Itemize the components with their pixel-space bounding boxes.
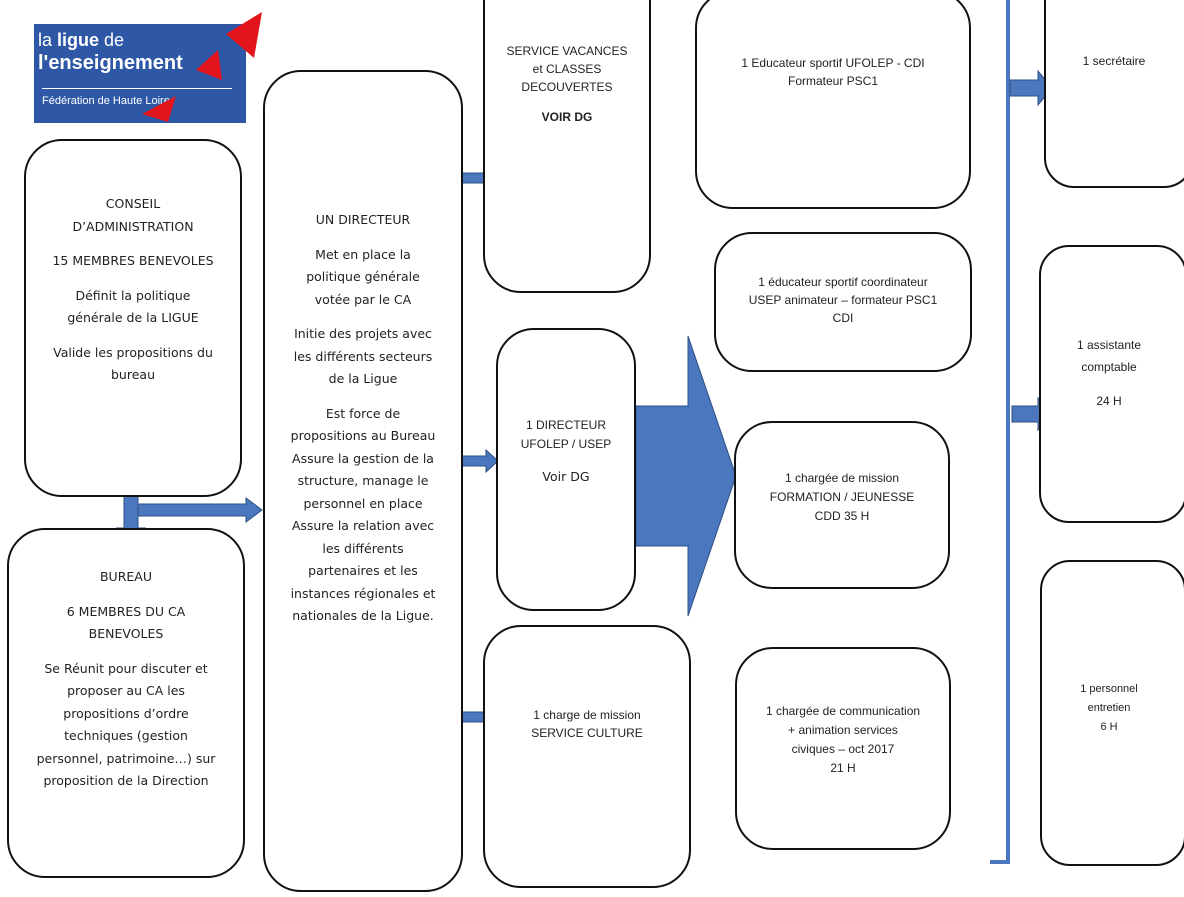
comptable-line-1: 1 assistante: [1076, 338, 1142, 352]
bureau-title: BUREAU: [99, 569, 152, 584]
directeur-line: nationales de la Ligue.: [292, 608, 434, 623]
directeur-line: les différents secteurs: [293, 348, 433, 364]
entretien-line-1: 1 personnel: [1080, 683, 1138, 695]
secretaire-box: 1 secrétaire: [1044, 0, 1184, 188]
culture-line-1: 1 charge de mission: [533, 708, 641, 722]
formation-line-1: 1 chargée de mission: [784, 471, 900, 485]
communication-line-3: civiques – oct 2017: [791, 742, 895, 756]
logo-flag-icon: [142, 12, 262, 122]
arrow-to-directeur: [137, 497, 263, 523]
entretien-line-3: 6 H: [1100, 721, 1118, 733]
directeur-line: instances régionales et: [290, 585, 436, 601]
conseil-line-3: Valide les propositions du: [53, 344, 213, 360]
conseil-line-2: générale de la LIGUE: [67, 310, 199, 325]
entretien-box: 1 personnel entretien 6 H: [1040, 560, 1184, 866]
formation-line-2: FORMATION / JEUNESSE: [769, 490, 915, 504]
bureau-box: BUREAU 6 MEMBRES DU CA BENEVOLES Se Réun…: [7, 528, 245, 878]
communication-line-2: + animation services: [788, 723, 898, 737]
comptable-line-2: comptable: [1081, 360, 1137, 374]
directeur-line: partenaires et les: [308, 563, 418, 578]
bureau-members-1: 6 MEMBRES DU CA: [66, 603, 186, 619]
comptable-box: 1 assistante comptable 24 H: [1039, 245, 1184, 523]
big-arrow-to-educators: [635, 335, 737, 617]
bureau-line: proposer au CA les: [67, 683, 185, 698]
educateur-usep-box: 1 éducateur sportif coordinateur USEP an…: [714, 232, 972, 372]
bureau-line: proposition de la Direction: [43, 773, 209, 788]
directeur-line: Met en place la: [315, 246, 411, 262]
bureau-line: techniques (gestion: [64, 728, 188, 743]
educateur-usep-line-1: 1 éducateur sportif coordinateur: [758, 275, 928, 289]
directeur-line: votée par le CA: [314, 291, 412, 307]
ufolep-director-line-2: UFOLEP / USEP: [520, 437, 612, 451]
logo-text-bold: ligue: [57, 30, 100, 50]
directeur-title: UN DIRECTEUR: [315, 212, 411, 227]
culture-line-2: SERVICE CULTURE: [531, 726, 643, 740]
communication-box: 1 chargée de communication + animation s…: [735, 647, 951, 850]
conseil-box: CONSEIL D’ADMINISTRATION 15 MEMBRES BENE…: [24, 139, 242, 497]
comptable-line-3: 24 H: [1096, 394, 1122, 408]
directeur-line: de la Ligue: [328, 371, 398, 386]
conseil-line-4: bureau: [111, 367, 155, 382]
directeur-line: propositions au Bureau: [290, 428, 436, 443]
logo-subtitle: Fédération de Haute Loire: [42, 88, 232, 113]
conseil-line-1: Définit la politique: [75, 287, 191, 303]
educateur-ufolep-box: 1 Educateur sportif UFOLEP - CDI Formate…: [695, 0, 971, 209]
vacances-line: SERVICE VACANCES: [506, 44, 628, 58]
logo-text-suffix: de: [99, 30, 125, 50]
vacances-box: SERVICE VACANCES et CLASSES DECOUVERTES …: [483, 0, 651, 293]
entretien-line-2: entretien: [1087, 702, 1131, 714]
bureau-line: Se Réunit pour discuter et: [44, 660, 208, 676]
educateur-ufolep-line-2: Formateur PSC1: [787, 74, 879, 88]
directeur-line: Est force de: [325, 405, 401, 421]
bureau-members-2: BENEVOLES: [88, 626, 164, 641]
conseil-title-2: D’ADMINISTRATION: [72, 218, 194, 234]
directeur-line: structure, manage le: [297, 473, 429, 488]
vacances-link: VOIR DG: [541, 110, 593, 124]
arrow-to-ufolep: [461, 448, 499, 474]
logo-text-prefix: la: [38, 30, 58, 50]
ufolep-director-link: Voir DG: [542, 469, 590, 484]
conseil-members: 15 MEMBRES BENEVOLES: [52, 253, 214, 268]
vacances-line: DECOUVERTES: [521, 80, 613, 94]
directeur-line: Assure la gestion de la: [292, 450, 434, 466]
formation-line-3: CDD 35 H: [814, 509, 870, 523]
vacances-line: et CLASSES: [532, 62, 602, 76]
educateur-ufolep-line-1: 1 Educateur sportif UFOLEP - CDI: [741, 56, 925, 70]
educateur-usep-line-3: CDI: [832, 311, 854, 325]
educateur-usep-line-2: USEP animateur – formateur PSC1: [748, 293, 938, 307]
bureau-line: propositions d’ordre: [63, 705, 189, 721]
ufolep-director-line-1: 1 DIRECTEUR: [525, 418, 606, 432]
directeur-line: personnel en place: [303, 495, 423, 511]
directeur-line: Initie des projets avec: [294, 326, 432, 341]
directeur-line: Assure la relation avec: [291, 518, 435, 533]
bureau-line: personnel, patrimoine…) sur: [36, 750, 216, 766]
ufolep-director-box: 1 DIRECTEUR UFOLEP / USEP Voir DG: [496, 328, 636, 611]
secretaire-line-1: 1 secrétaire: [1082, 54, 1146, 68]
conseil-title-1: CONSEIL: [105, 196, 161, 211]
communication-line-1: 1 chargée de communication: [765, 704, 921, 718]
logo-text-line2: l'enseignement: [38, 52, 183, 74]
culture-box: 1 charge de mission SERVICE CULTURE: [483, 625, 691, 888]
communication-line-4: 21 H: [830, 761, 856, 775]
formation-box: 1 chargée de mission FORMATION / JEUNESS…: [734, 421, 950, 589]
directeur-line: les différents: [322, 540, 404, 556]
directeur-line: politique générale: [306, 269, 420, 284]
directeur-box: UN DIRECTEUR Met en place la politique g…: [263, 70, 463, 892]
